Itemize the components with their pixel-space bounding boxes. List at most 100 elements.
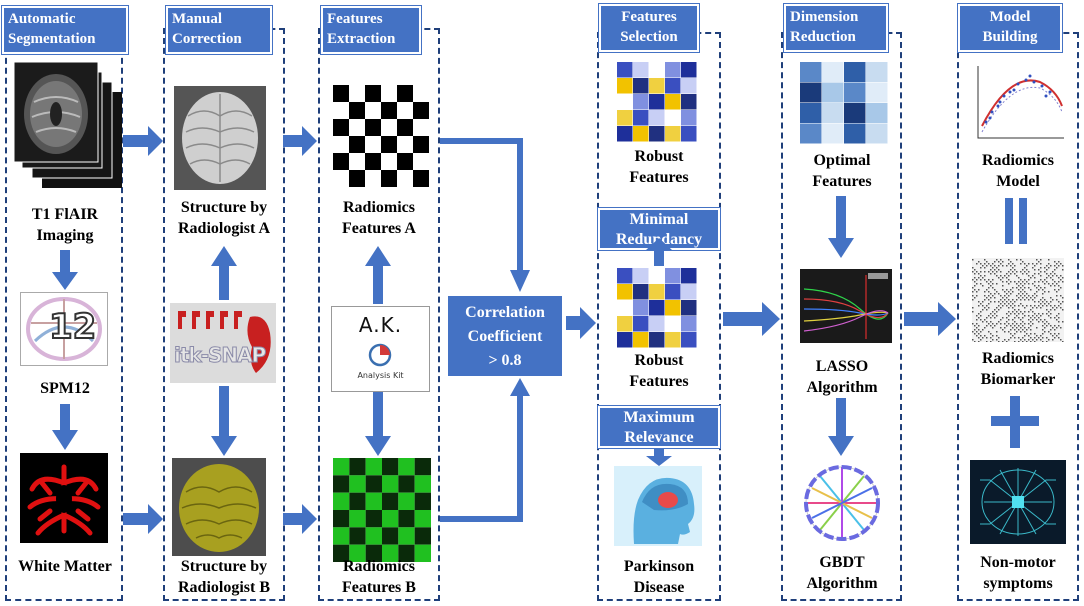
header-features-selection: Features Selection: [598, 3, 700, 53]
noise-dot: [1062, 301, 1064, 303]
noise-dot: [1026, 265, 1028, 267]
noise-dot: [980, 267, 982, 269]
noise-dot: [1050, 305, 1052, 307]
label-gbdt-algorithm: GBDT Algorithm: [806, 554, 878, 592]
noise-dot: [990, 293, 992, 295]
lasso-plot-image: [800, 269, 892, 343]
noise-dot: [1010, 329, 1012, 331]
matrix-cell: [800, 103, 822, 123]
checker-cell: [382, 492, 399, 510]
noise-dot: [1026, 305, 1028, 307]
noise-dot: [1000, 319, 1002, 321]
noise-dot: [1056, 283, 1058, 285]
noise-dot: [1048, 263, 1050, 265]
noise-dot: [980, 339, 982, 341]
noise-dot: [1022, 289, 1024, 291]
noise-dot: [988, 263, 990, 265]
noise-dot: [986, 289, 988, 291]
noise-dot: [994, 309, 996, 311]
noise-dot: [1002, 305, 1004, 307]
noise-dot: [1030, 317, 1032, 319]
checker-cell: [413, 153, 429, 170]
matrix-cell: [665, 316, 681, 332]
noise-dot: [978, 301, 980, 303]
noise-dot: [1044, 287, 1046, 289]
matrix-cell: [633, 300, 649, 316]
noise-dot: [1022, 285, 1024, 287]
noise-dot: [1020, 283, 1022, 285]
noise-dot: [1026, 297, 1028, 299]
noise-dot: [1012, 299, 1014, 301]
noise-dot: [1010, 301, 1012, 303]
noise-dot: [1042, 305, 1044, 307]
arrow-wm-to-struct-b: [123, 504, 163, 534]
checker-cell: [413, 119, 429, 136]
noise-dot: [974, 341, 976, 342]
robust-features-matrix-1: [617, 62, 697, 142]
noise-dot: [1000, 263, 1002, 265]
noise-dot: [1062, 309, 1064, 311]
noise-dot: [984, 319, 986, 321]
noise-dot: [974, 333, 976, 335]
matrix-cell: [617, 94, 633, 110]
checker-cell: [381, 85, 397, 102]
noise-dot: [1018, 293, 1020, 295]
noise-dot: [994, 289, 996, 291]
noise-dot: [1012, 327, 1014, 329]
arrowhead-top-correlation: [510, 270, 530, 292]
noise-dot: [1012, 263, 1014, 265]
noise-dot: [1032, 339, 1034, 341]
noise-dot: [1060, 263, 1062, 265]
checker-cell: [414, 492, 431, 510]
noise-dot: [1008, 271, 1010, 273]
noise-dot: [992, 339, 994, 341]
noise-dot: [1042, 301, 1044, 303]
noise-dot: [1036, 319, 1038, 321]
noise-dot: [1008, 331, 1010, 333]
label-non-motor-symptoms: Non-motor symptoms: [980, 554, 1056, 592]
noise-dot: [1034, 301, 1036, 303]
noise-dot: [1042, 293, 1044, 295]
noise-dot: [1050, 333, 1052, 335]
noise-dot: [1056, 319, 1058, 321]
noise-dot: [1004, 323, 1006, 325]
noise-dot: [1024, 295, 1026, 297]
checker-cell: [349, 119, 365, 136]
checker-cell: [397, 102, 413, 119]
noise-dot: [1038, 289, 1040, 291]
noise-dot: [1018, 289, 1020, 291]
matrix-cell: [617, 284, 633, 300]
noise-dot: [980, 311, 982, 313]
noise-dot: [972, 311, 974, 313]
arrow-ak-to-rad-a: [365, 246, 391, 304]
checker-cell: [333, 510, 350, 528]
noise-dot: [1062, 321, 1064, 323]
noise-dot: [1008, 263, 1010, 265]
noise-dot: [990, 269, 992, 271]
label-radiomics-model: Radiomics Model: [982, 152, 1054, 190]
noise-dot: [1024, 339, 1026, 341]
noise-dot: [1018, 285, 1020, 287]
noise-dot: [1054, 289, 1056, 291]
noise-dot: [996, 339, 998, 341]
matrix-cell: [866, 82, 888, 103]
noise-dot: [1018, 281, 1020, 283]
matrix-cell: [617, 268, 633, 284]
matrix-cell: [633, 126, 649, 142]
header-model-building: Model Building: [957, 3, 1063, 53]
noise-dot: [986, 341, 988, 342]
noise-dot: [1016, 259, 1018, 261]
noise-dot: [1006, 301, 1008, 303]
checker-cell: [413, 85, 429, 102]
matrix-cell: [617, 78, 633, 94]
noise-dot: [1020, 295, 1022, 297]
noise-dot: [1060, 307, 1062, 309]
noise-dot: [980, 283, 982, 285]
noise-dot: [1008, 259, 1010, 261]
noise-dot: [1028, 279, 1030, 281]
noise-dot: [1028, 315, 1030, 317]
noise-dot: [1048, 331, 1050, 333]
noise-dot: [1016, 327, 1018, 329]
connector-rad-a-to-correlation: [440, 138, 523, 270]
noise-dot: [990, 301, 992, 303]
